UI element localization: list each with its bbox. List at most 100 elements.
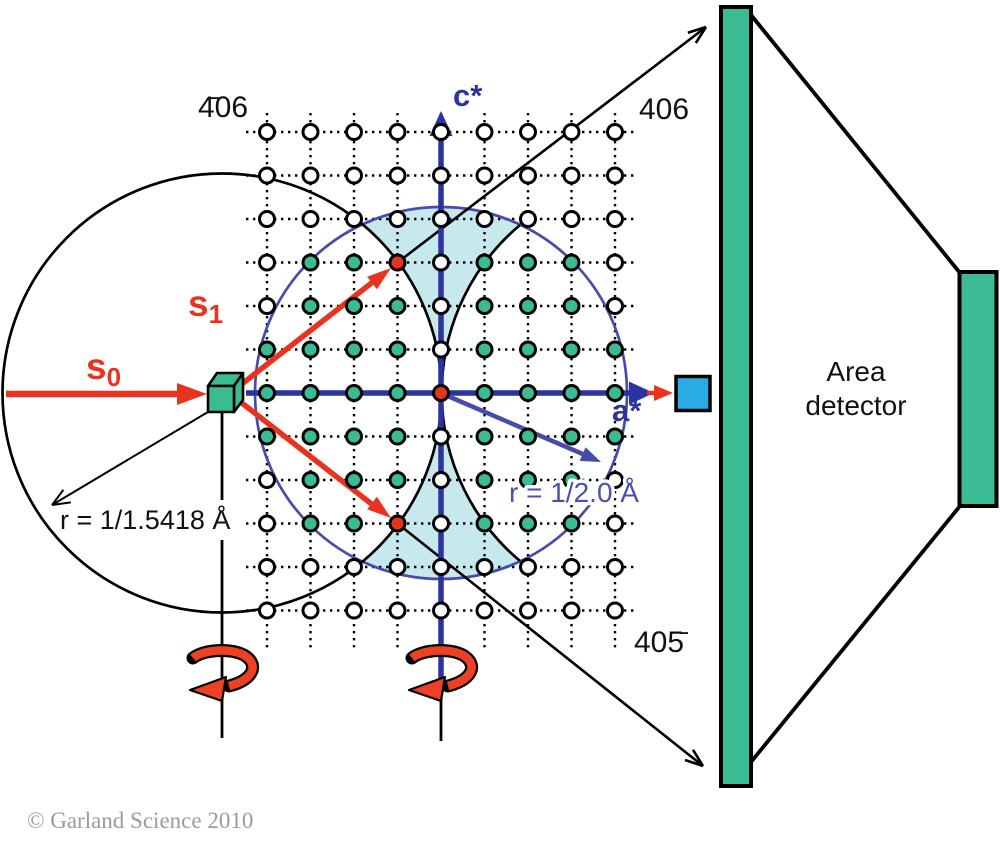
lattice-point-white xyxy=(432,123,450,141)
s1-label-sub: 1 xyxy=(209,299,223,329)
lattice-point-green xyxy=(475,340,494,359)
lattice-point-green xyxy=(301,514,320,533)
lattice-point-green xyxy=(301,427,320,446)
area-detector-label-line2: detector xyxy=(805,390,906,421)
lattice-point-white xyxy=(519,558,537,576)
lattice-point-green xyxy=(519,427,537,446)
lattice-point-green xyxy=(562,471,581,489)
s1-arrow-lower xyxy=(236,397,391,518)
lattice-point-green xyxy=(475,253,494,272)
ewald-radius-pointer xyxy=(51,405,219,506)
lattice-point-green xyxy=(388,384,407,402)
lattice-point-green xyxy=(301,471,320,489)
lattice-point-green xyxy=(519,384,537,402)
lattice-point-white xyxy=(301,210,320,228)
lattice-point-white xyxy=(432,427,450,446)
lattice-point-white xyxy=(345,166,363,185)
hkl-label-406bar: 4̄06 xyxy=(198,91,248,124)
lattice-point-green xyxy=(345,471,363,489)
lattice-point-white xyxy=(606,166,624,185)
detector-connector-bottom xyxy=(749,504,962,764)
lattice-point-green xyxy=(519,340,537,359)
lattice-point-red xyxy=(388,253,407,272)
lattice-point-white xyxy=(562,210,581,228)
crystal-cube-front xyxy=(206,384,236,414)
lattice-point-red xyxy=(388,514,407,533)
s1-label-base: s xyxy=(188,283,209,324)
lattice-point-white xyxy=(562,166,581,185)
lattice-point-green xyxy=(475,471,494,489)
lattice-point-white xyxy=(258,166,276,185)
resolution-radius-arrow xyxy=(442,391,601,462)
lattice-point-white xyxy=(432,514,450,533)
lattice-point-green xyxy=(258,340,276,359)
lattice-point-white xyxy=(345,123,363,141)
lattice-point-white xyxy=(519,210,537,228)
lattice-point-green xyxy=(519,253,537,272)
detector-connector-top xyxy=(749,13,962,275)
lattice-point-green xyxy=(562,514,581,533)
lattice-point-green xyxy=(301,384,320,402)
lattice-point-white xyxy=(301,558,320,576)
lattice-point-white xyxy=(606,253,624,272)
lattice-point-green xyxy=(258,427,276,446)
s0-label-sub: 0 xyxy=(107,362,121,392)
lattice-point-white xyxy=(606,601,624,620)
lattice-point-green xyxy=(519,514,537,533)
s0-label: s0 xyxy=(86,346,121,392)
lattice-point-white xyxy=(388,210,407,228)
lattice-point-white xyxy=(562,123,581,141)
lattice-point-white xyxy=(258,297,276,315)
lattice-point-white xyxy=(258,210,276,228)
a-star-label: a* xyxy=(612,393,642,428)
s0-arrow xyxy=(6,383,207,405)
lattice-point-green xyxy=(345,514,363,533)
lattice-point-white xyxy=(432,558,450,576)
beamstop xyxy=(674,374,712,413)
lattice-point-green xyxy=(258,384,276,402)
lattice-point-white xyxy=(475,210,494,228)
s1-label: s1 xyxy=(188,283,223,329)
lattice-point-green xyxy=(606,427,624,446)
lattice-point-white xyxy=(475,558,494,576)
lattice-point-white xyxy=(345,210,363,228)
detector-panel-small xyxy=(957,270,999,508)
crystal-cube xyxy=(206,371,245,414)
s1-arrow-upper xyxy=(236,268,391,390)
lattice-point-white xyxy=(258,471,276,489)
lattice-point-white xyxy=(475,166,494,185)
a-star-arrowhead xyxy=(629,381,654,405)
lattice-point-green xyxy=(562,297,581,315)
lattice-point-green xyxy=(388,340,407,359)
lattice-point-green xyxy=(475,384,494,402)
hkl-label-405bar: 405̄ xyxy=(634,626,689,659)
lattice-point-green xyxy=(606,340,624,359)
lattice-point-white xyxy=(432,340,450,359)
lattice-point-white xyxy=(606,558,624,576)
lattice-point-white xyxy=(301,601,320,620)
lattice-point-green xyxy=(562,253,581,272)
lattice-point-white xyxy=(606,471,624,489)
ewald-radius-label: r = 1/1.5418 Å xyxy=(60,504,230,535)
lattice-point-white xyxy=(388,166,407,185)
resolution-radius-label: r = 1/2.0 Å xyxy=(509,477,639,508)
lattice-point-white xyxy=(432,253,450,272)
s0-label-base: s xyxy=(86,346,107,387)
lattice-points xyxy=(258,123,624,620)
lattice-point-white xyxy=(388,558,407,576)
lattice-point-white xyxy=(519,601,537,620)
lattice-point-green xyxy=(345,384,363,402)
lattice-point-green xyxy=(345,340,363,359)
lattice-point-green xyxy=(475,297,494,315)
lattice-point-white xyxy=(562,601,581,620)
lattice-point-green xyxy=(475,427,494,446)
lattice-point-white xyxy=(388,123,407,141)
lattice-point-green xyxy=(475,514,494,533)
lattice-point-white xyxy=(519,123,537,141)
lattice-point-white xyxy=(258,123,276,141)
lattice-point-green xyxy=(345,427,363,446)
lattice-point-white xyxy=(258,601,276,620)
lattice-point-white xyxy=(258,253,276,272)
